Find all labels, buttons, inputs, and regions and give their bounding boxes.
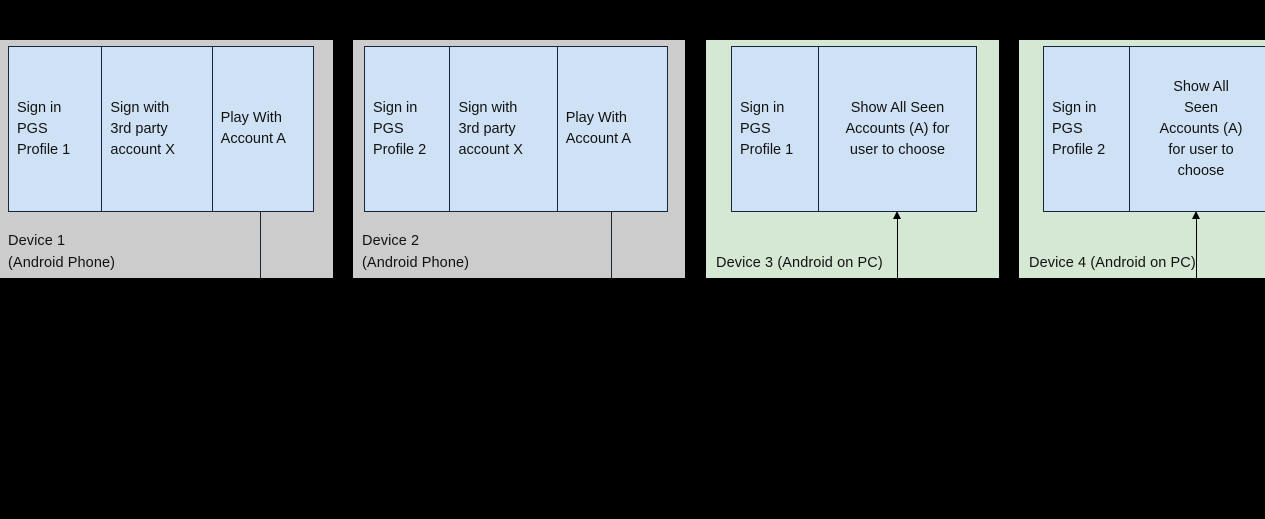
device-4-step-show-accounts[interactable]: Show All Seen Accounts (A) for user to c…	[1130, 47, 1265, 211]
device-3-step-signin[interactable]: Sign in PGS Profile 1	[732, 47, 819, 211]
device-2-label: Device 2 (Android Phone)	[362, 233, 470, 271]
arrow-head-icon	[1192, 211, 1200, 219]
device-3-step-row: Sign in PGS Profile 1 Show All Seen Acco…	[731, 46, 977, 212]
device-2-step-signin[interactable]: Sign in PGS Profile 2	[365, 47, 451, 211]
device-2-step-play[interactable]: Play With Account A	[557, 47, 667, 211]
arrow-shaft	[1196, 218, 1198, 291]
device-3-step-show-accounts[interactable]: Show All Seen Accounts (A) for user to c…	[819, 47, 976, 211]
device-1-label: Device 1 (Android Phone)	[8, 233, 116, 271]
device-1-step-3rdparty[interactable]: Sign with 3rd party account X	[102, 47, 213, 211]
device-4-step-signin[interactable]: Sign in PGS Profile 2	[1044, 47, 1130, 211]
device-2-divider-line	[611, 211, 613, 278]
device-4-step-row: Sign in PGS Profile 2 Show All Seen Acco…	[1043, 46, 1265, 212]
device-2-step-3rdparty[interactable]: Sign with 3rd party account X	[450, 47, 558, 211]
device-4-label: Device 4 (Android on PC)	[1029, 255, 1196, 271]
device-1-step-signin[interactable]: Sign in PGS Profile 1	[9, 47, 103, 211]
device-1-step-row: Sign in PGS Profile 1 Sign with 3rd part…	[8, 46, 314, 212]
device-3-label: Device 3 (Android on PC)	[716, 255, 883, 271]
device-1-divider-line	[260, 211, 262, 278]
device-2-step-row: Sign in PGS Profile 2 Sign with 3rd part…	[364, 46, 668, 212]
arrow-head-icon	[893, 211, 901, 219]
arrow-shaft	[897, 218, 899, 291]
device-1-step-play[interactable]: Play With Account A	[212, 47, 313, 211]
